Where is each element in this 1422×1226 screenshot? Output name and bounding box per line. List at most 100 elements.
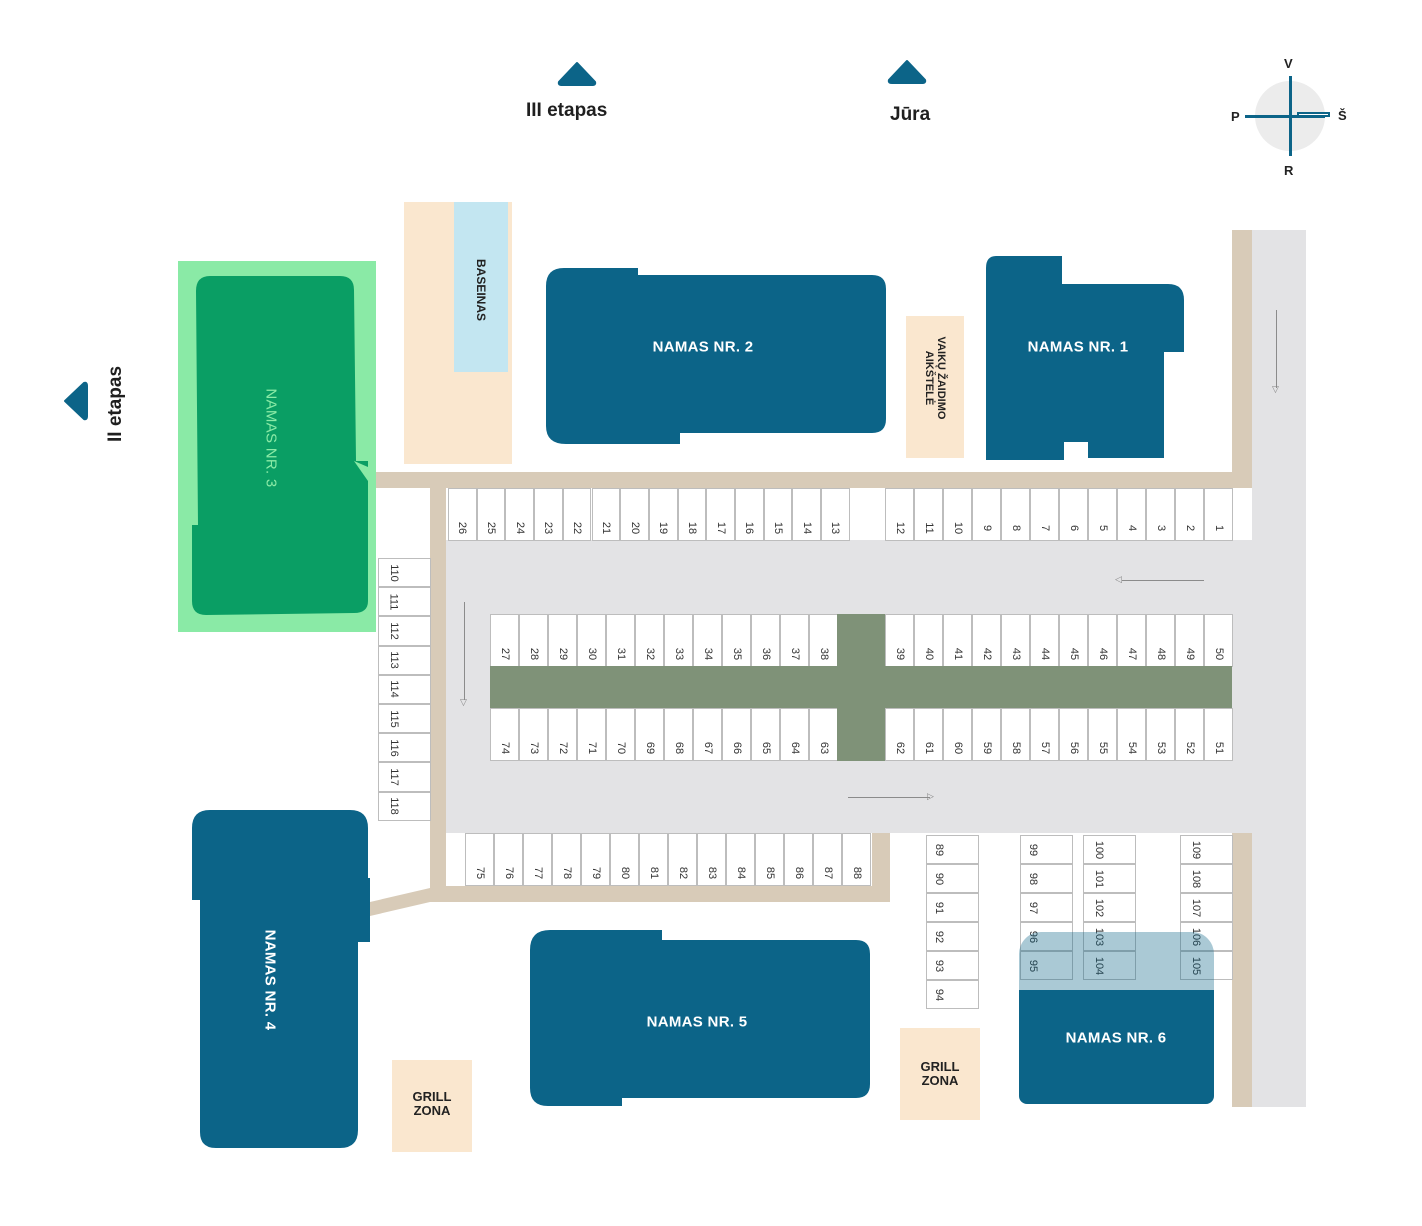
parking-spot[interactable]: 47	[1117, 614, 1146, 667]
parking-spot[interactable]: 44	[1030, 614, 1059, 667]
parking-spot[interactable]: 65	[751, 708, 780, 761]
parking-spot[interactable]: 100	[1083, 835, 1136, 864]
arrow-left-icon[interactable]	[62, 380, 90, 422]
parking-spot[interactable]: 3	[1146, 488, 1175, 541]
parking-spot[interactable]: 111	[378, 587, 431, 617]
parking-spot[interactable]: 31	[606, 614, 635, 667]
direction-label-ii-etapas[interactable]: II etapas	[105, 365, 126, 443]
parking-spot[interactable]: 35	[722, 614, 751, 667]
parking-spot[interactable]: 71	[577, 708, 606, 761]
parking-spot[interactable]: 21	[591, 488, 621, 541]
parking-spot[interactable]: 27	[490, 614, 519, 667]
parking-spot[interactable]: 97	[1020, 893, 1073, 922]
parking-spot[interactable]: 49	[1175, 614, 1204, 667]
building-3[interactable]	[178, 261, 378, 633]
parking-spot[interactable]: 108	[1180, 864, 1233, 893]
pool[interactable]: BASEINAS	[454, 202, 508, 372]
parking-spot[interactable]: 110	[378, 558, 431, 588]
parking-spot[interactable]: 50	[1204, 614, 1233, 667]
parking-spot[interactable]: 7	[1030, 488, 1059, 541]
parking-spot[interactable]: 11	[914, 488, 943, 541]
parking-spot[interactable]: 77	[523, 833, 552, 886]
parking-spot[interactable]: 51	[1204, 708, 1233, 761]
parking-spot[interactable]: 23	[534, 488, 563, 541]
parking-spot[interactable]: 93	[926, 951, 979, 980]
parking-spot[interactable]: 10	[943, 488, 972, 541]
arrow-up-icon[interactable]	[556, 60, 598, 88]
parking-spot[interactable]: 63	[809, 708, 838, 761]
parking-spot[interactable]: 43	[1001, 614, 1030, 667]
parking-spot[interactable]: 109	[1180, 835, 1233, 864]
direction-label-sea[interactable]: Jūra	[890, 104, 931, 125]
parking-spot[interactable]: 60	[943, 708, 972, 761]
parking-spot[interactable]: 45	[1059, 614, 1088, 667]
parking-spot[interactable]: 25	[476, 488, 506, 541]
parking-spot[interactable]: 73	[519, 708, 548, 761]
parking-spot[interactable]: 54	[1117, 708, 1146, 761]
parking-spot[interactable]: 69	[635, 708, 664, 761]
parking-spot[interactable]: 102	[1083, 893, 1136, 922]
parking-spot[interactable]: 33	[664, 614, 693, 667]
parking-spot[interactable]: 6	[1059, 488, 1088, 541]
parking-spot[interactable]: 87	[813, 833, 842, 886]
parking-spot[interactable]: 104	[1083, 951, 1136, 980]
parking-spot[interactable]: 15	[763, 488, 793, 541]
parking-spot[interactable]: 84	[726, 833, 755, 886]
parking-spot[interactable]: 17	[706, 488, 735, 541]
parking-spot[interactable]: 14	[792, 488, 822, 541]
parking-spot[interactable]: 92	[926, 922, 979, 951]
parking-spot[interactable]: 40	[914, 614, 943, 667]
parking-spot[interactable]: 68	[664, 708, 693, 761]
parking-spot[interactable]: 26	[448, 488, 477, 541]
parking-spot[interactable]: 101	[1083, 864, 1136, 893]
parking-spot[interactable]: 30	[577, 614, 606, 667]
parking-spot[interactable]: 53	[1146, 708, 1175, 761]
parking-spot[interactable]: 46	[1088, 614, 1117, 667]
building-6-overhang[interactable]	[1019, 932, 1214, 994]
parking-spot[interactable]: 41	[943, 614, 972, 667]
parking-spot[interactable]: 8	[1001, 488, 1030, 541]
parking-spot[interactable]: 56	[1059, 708, 1088, 761]
parking-spot[interactable]: 94	[926, 980, 979, 1009]
parking-spot[interactable]: 39	[885, 614, 914, 667]
parking-spot[interactable]: 106	[1180, 922, 1233, 951]
parking-spot[interactable]: 22	[562, 488, 592, 541]
building-1[interactable]	[986, 256, 1188, 460]
parking-spot[interactable]: 89	[926, 835, 979, 864]
parking-spot[interactable]: 112	[378, 616, 431, 646]
parking-spot[interactable]: 59	[972, 708, 1001, 761]
parking-spot[interactable]: 38	[809, 614, 838, 667]
parking-spot[interactable]: 103	[1083, 922, 1136, 951]
parking-spot[interactable]: 81	[639, 833, 668, 886]
parking-spot[interactable]: 105	[1180, 951, 1233, 980]
parking-spot[interactable]: 61	[914, 708, 943, 761]
direction-label-iii-etapas[interactable]: III etapas	[526, 100, 608, 121]
parking-spot[interactable]: 16	[735, 488, 764, 541]
building-2[interactable]	[546, 266, 888, 446]
parking-spot[interactable]: 114	[378, 674, 431, 704]
parking-spot[interactable]: 74	[490, 708, 519, 761]
parking-spot[interactable]: 75	[465, 833, 494, 886]
parking-spot[interactable]: 55	[1088, 708, 1117, 761]
building-5[interactable]	[530, 928, 872, 1108]
parking-spot[interactable]: 107	[1180, 893, 1233, 922]
building-4[interactable]	[190, 808, 372, 1152]
parking-spot[interactable]: 96	[1020, 922, 1073, 951]
parking-spot[interactable]: 5	[1088, 488, 1117, 541]
parking-spot[interactable]: 19	[648, 488, 678, 541]
parking-spot[interactable]: 115	[378, 704, 431, 734]
parking-spot[interactable]: 82	[668, 833, 697, 886]
parking-spot[interactable]: 95	[1020, 951, 1073, 980]
building-6[interactable]: NAMAS NR. 6	[1019, 990, 1214, 1104]
parking-spot[interactable]: 12	[885, 488, 914, 541]
parking-spot[interactable]: 76	[494, 833, 523, 886]
parking-spot[interactable]: 34	[693, 614, 722, 667]
parking-spot[interactable]: 48	[1146, 614, 1175, 667]
parking-spot[interactable]: 29	[548, 614, 577, 667]
parking-spot[interactable]: 66	[722, 708, 751, 761]
parking-spot[interactable]: 78	[552, 833, 581, 886]
parking-spot[interactable]: 13	[821, 488, 850, 541]
parking-spot[interactable]: 57	[1030, 708, 1059, 761]
parking-spot[interactable]: 52	[1175, 708, 1204, 761]
parking-spot[interactable]: 9	[972, 488, 1001, 541]
